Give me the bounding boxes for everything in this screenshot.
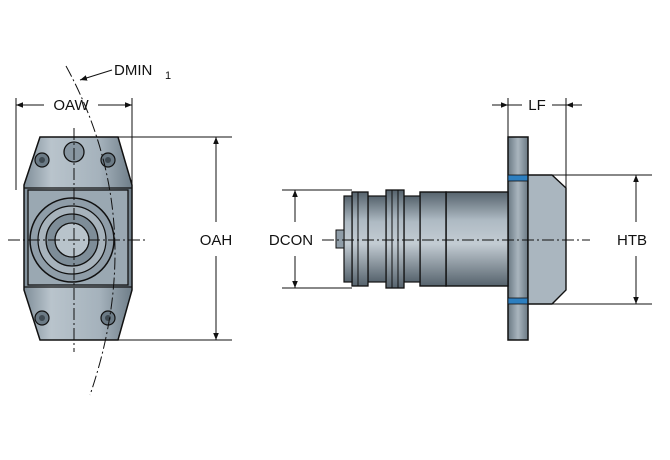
oah-label: OAH: [200, 232, 233, 249]
front-view: [8, 65, 145, 396]
side-drive-key: [335, 229, 345, 249]
coolant-port-bottom: [507, 297, 529, 305]
lf-label: LF: [528, 97, 546, 114]
side-view: [322, 136, 590, 341]
dmin-dimension: DMIN 1: [79, 62, 171, 82]
htb-dimension: HTB: [552, 174, 652, 305]
dmin-arc: [65, 65, 116, 396]
oaw-dimension: OAW: [15, 97, 133, 190]
dmin-subscript: 1: [165, 70, 171, 82]
lf-dimension: LF: [492, 96, 582, 188]
dcon-label: DCON: [269, 232, 313, 249]
oaw-label: OAW: [53, 97, 89, 114]
oah-dimension: OAH: [118, 136, 233, 341]
coolant-port-top: [507, 174, 529, 182]
dcon-dimension: DCON: [269, 189, 352, 289]
htb-label: HTB: [617, 232, 647, 249]
side-coupling-body: [445, 191, 509, 287]
dmin-label: DMIN: [114, 62, 152, 79]
side-flange: [507, 136, 529, 341]
